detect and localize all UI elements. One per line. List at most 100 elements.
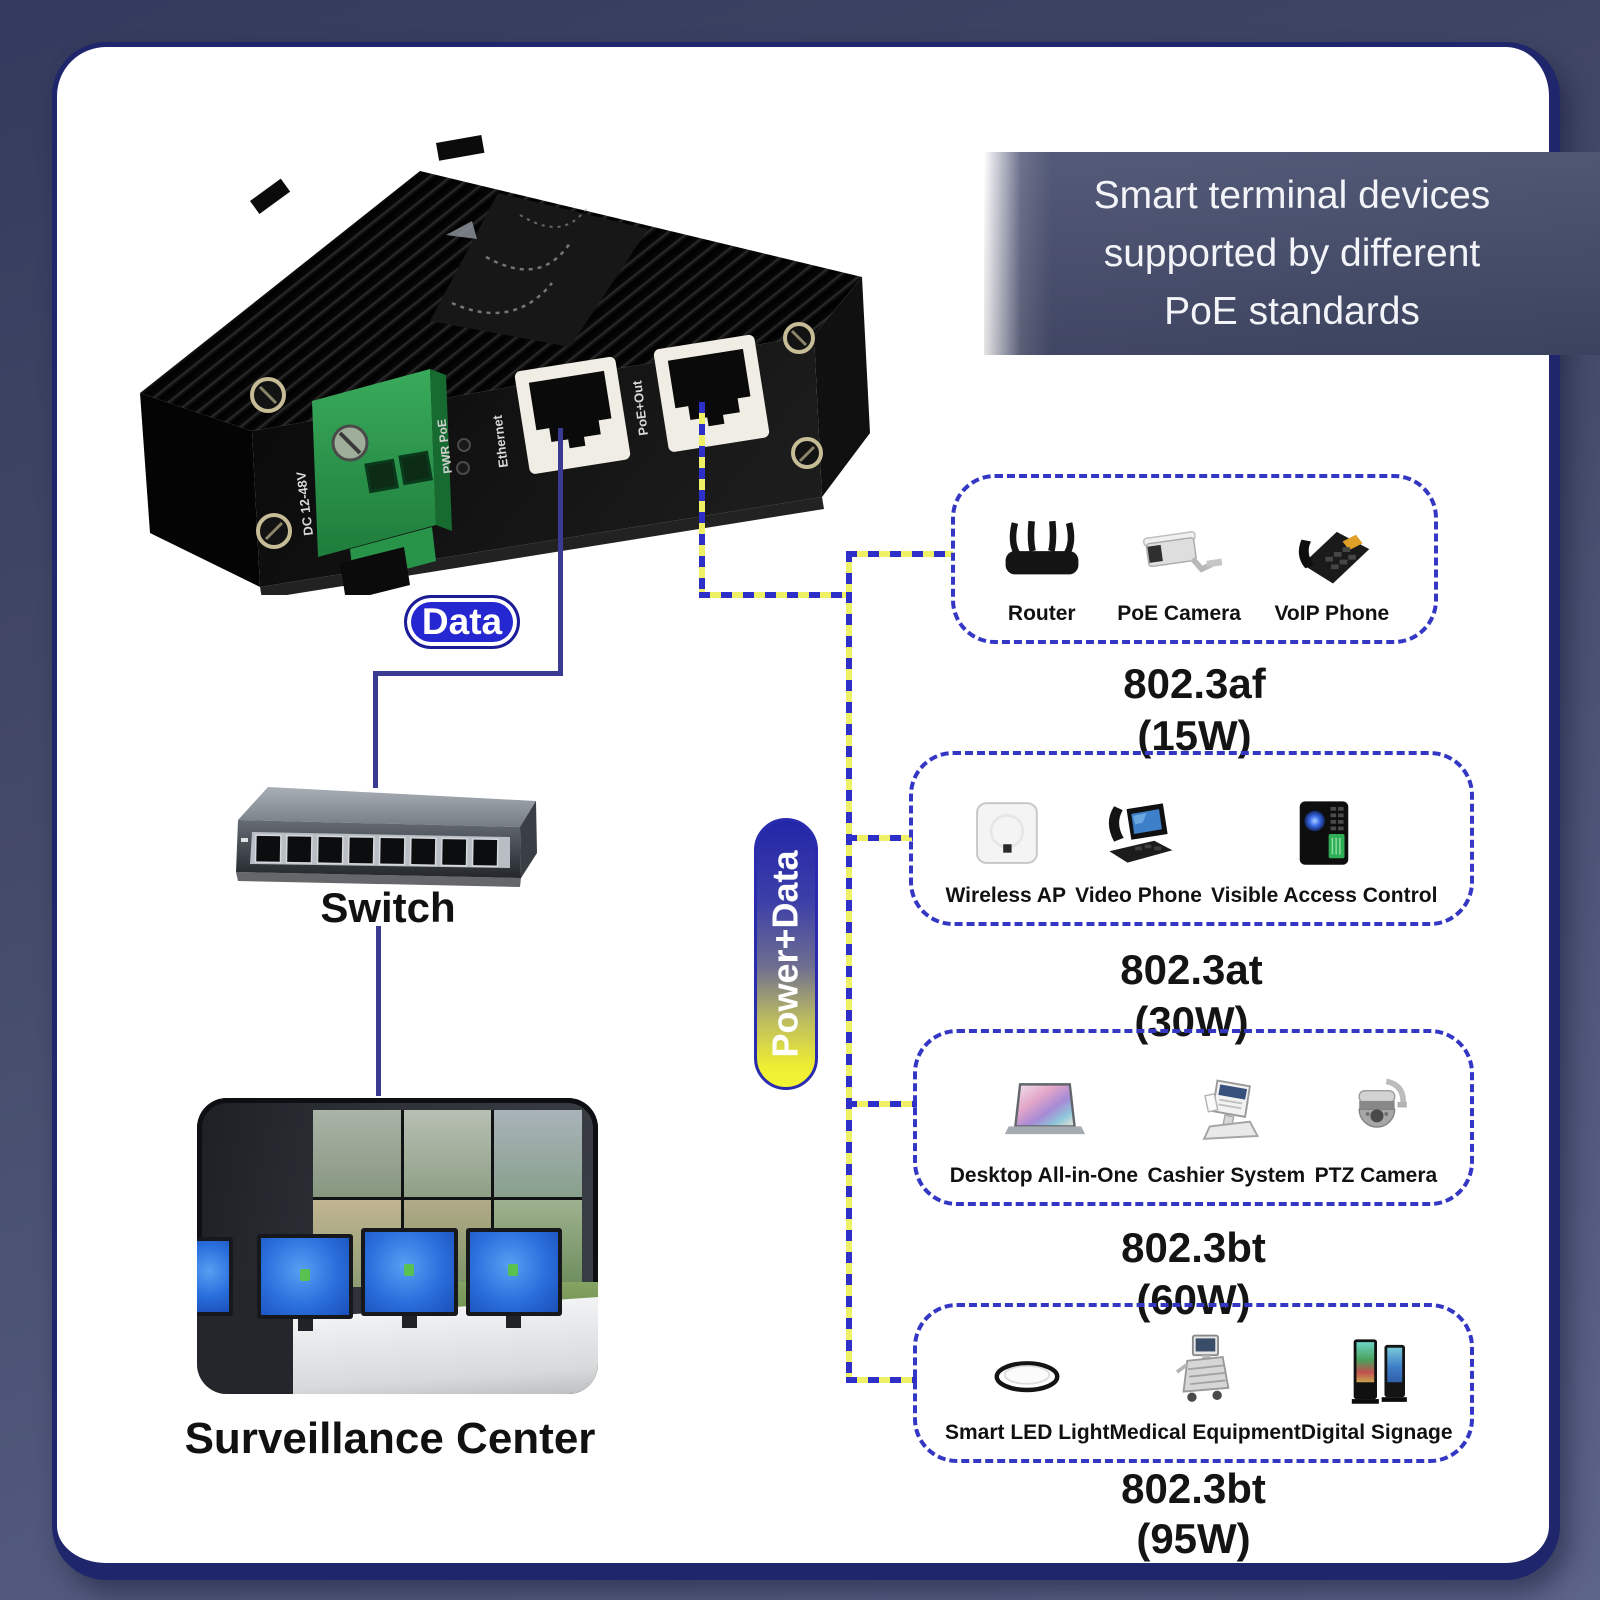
device-item: PoE Camera: [1117, 509, 1241, 626]
pwr-poe-label: PWR PoE: [434, 418, 455, 474]
standard-name: 802.3bt: [1121, 1224, 1266, 1271]
switch-label: Switch: [320, 884, 456, 931]
cctv-feed: [313, 1109, 401, 1198]
device-item: Cashier System: [1147, 1071, 1306, 1188]
monitor: [257, 1234, 354, 1332]
injector-logo-band: [430, 193, 648, 347]
power-data-label-pill: Power+Data: [754, 818, 818, 1090]
banner-line: supported by different: [1103, 231, 1481, 275]
device-label: Cashier System: [1147, 1164, 1306, 1187]
logo-swirl: [519, 206, 589, 228]
switch-ports: [254, 834, 499, 868]
cctv-feed: [403, 1109, 492, 1198]
standard-802-3bt-60: 802.3bt (60W): [913, 1222, 1474, 1326]
ethernet-port-label: Ethernet: [490, 414, 511, 469]
device-label: Visible Access Control: [1211, 884, 1438, 907]
poe-injector-photo: DC 12-48V PWR PoE Ethernet PoE+Out: [140, 135, 870, 595]
poe-out-port-label: PoE+Out: [629, 379, 651, 436]
power-data-line-segment: [699, 592, 852, 598]
poe-camera-icon: [1131, 509, 1227, 600]
led-light-icon: [979, 1334, 1075, 1419]
data-line-segment: [373, 671, 563, 676]
ethernet-port: [514, 356, 631, 474]
device-item: PTZ Camera: [1314, 1071, 1438, 1188]
data-line-segment: [376, 926, 381, 1096]
data-line-segment: [373, 671, 378, 788]
device-item: Digital Signage: [1301, 1330, 1453, 1445]
terminal-block: [312, 369, 452, 595]
title-banner: Smart terminal devices supported by diff…: [984, 152, 1600, 355]
poe-led: [456, 461, 470, 475]
standard-wattage: (95W): [1136, 1515, 1251, 1562]
router-icon: [1000, 509, 1084, 600]
standard-name: 802.3at: [1120, 946, 1263, 993]
ptz-camera-icon: [1334, 1071, 1418, 1162]
screw: [250, 322, 823, 549]
power-data-line-segment: [846, 592, 852, 1383]
device-label: VoIP Phone: [1274, 602, 1390, 625]
standard-wattage: (30W): [1134, 998, 1249, 1045]
din-tab: [250, 178, 291, 214]
cctv-feed: [494, 1109, 582, 1198]
standard-name: 802.3af: [1123, 660, 1266, 707]
power-data-line-segment: [846, 551, 852, 598]
device-item: Visible Access Control: [1211, 791, 1437, 908]
group-box-802-3bt-95: Smart LED Light Medical Equipment: [913, 1303, 1474, 1463]
power-data-label: Power+Data: [765, 850, 806, 1058]
pwr-led: [457, 438, 471, 452]
din-tab: [436, 135, 485, 161]
standard-802-3at: 802.3at (30W): [909, 944, 1474, 1048]
monitor: [361, 1228, 458, 1329]
device-label: PTZ Camera: [1314, 1164, 1438, 1187]
group-box-802-3at: Wireless AP Video Phone: [909, 751, 1474, 926]
voip-phone-icon: [1286, 509, 1378, 600]
device-item: Router: [1000, 509, 1084, 626]
data-label: Data: [421, 601, 503, 642]
device-item: Video Phone: [1075, 791, 1202, 908]
power-data-line-segment: [846, 1101, 917, 1107]
injector-right-face: [814, 277, 870, 497]
banner-line: Smart terminal devices: [1093, 173, 1491, 217]
wireless-ap-icon: [964, 791, 1048, 882]
device-label: Router: [1007, 602, 1076, 625]
video-phone-icon: [1092, 791, 1184, 882]
device-item: Desktop All-in-One: [950, 1071, 1138, 1188]
monitor: [465, 1228, 562, 1329]
access-control-icon: [1282, 791, 1366, 882]
device-item: Wireless AP: [946, 791, 1066, 908]
device-label: Digital Signage: [1300, 1421, 1453, 1444]
data-line-segment: [558, 428, 563, 676]
standard-name: 802.3bt: [1121, 1465, 1266, 1512]
power-data-line-segment: [846, 835, 913, 841]
data-label-pill: Data: [404, 595, 520, 649]
device-label: Medical Equipment: [1109, 1421, 1301, 1444]
standard-wattage: (60W): [1136, 1276, 1251, 1323]
device-label: Desktop All-in-One: [949, 1164, 1138, 1187]
digital-signage-icon: [1335, 1330, 1419, 1419]
group-box-802-3af: Router PoE Camera: [951, 474, 1438, 644]
power-data-line-segment: [699, 402, 705, 594]
surveillance-center-photo: [197, 1098, 598, 1394]
device-item: Smart LED Light: [945, 1334, 1110, 1445]
device-label: PoE Camera: [1117, 602, 1241, 625]
logo-swirl: [485, 242, 572, 271]
standard-802-3af: 802.3af (15W): [951, 658, 1438, 762]
monitor: [197, 1237, 234, 1317]
banner-line: PoE standards: [1164, 289, 1420, 333]
device-item: VoIP Phone: [1274, 509, 1389, 626]
device-label: Smart LED Light: [945, 1421, 1110, 1444]
switch-photo: [236, 787, 537, 887]
power-data-line-segment: [846, 551, 953, 557]
device-label: Video Phone: [1075, 884, 1202, 907]
logo-swirl: [451, 282, 553, 315]
poe-out-port: [653, 334, 770, 452]
cashier-system-icon: [1182, 1071, 1270, 1162]
surveillance-label: Surveillance Center: [184, 1414, 596, 1463]
desktop-all-in-one-icon: [996, 1071, 1092, 1162]
medical-equipment-icon: [1161, 1330, 1249, 1419]
standard-802-3bt-95: 802.3bt (95W): [913, 1464, 1474, 1564]
brand-logo: [446, 221, 477, 239]
device-item: Medical Equipment: [1110, 1330, 1301, 1445]
group-box-802-3bt-60: Desktop All-in-One Cashier System: [913, 1029, 1474, 1206]
